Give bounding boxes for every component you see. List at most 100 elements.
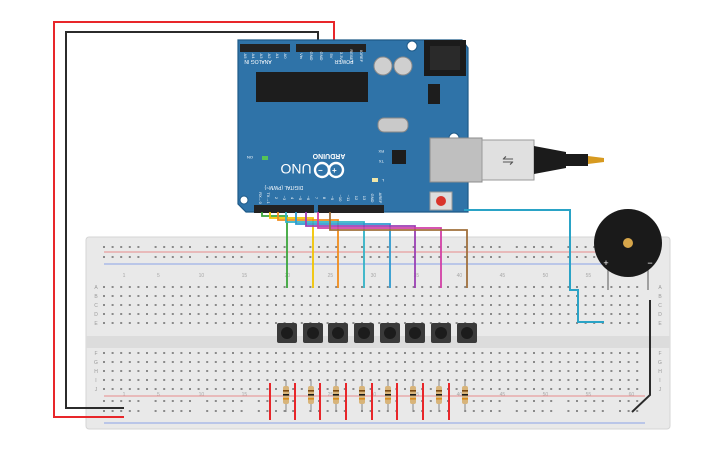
hole[interactable] <box>610 304 613 306</box>
hole[interactable] <box>137 256 140 258</box>
hole[interactable] <box>120 313 123 315</box>
hole[interactable] <box>111 352 114 354</box>
hole[interactable] <box>601 388 604 390</box>
hole[interactable] <box>438 286 441 288</box>
hole[interactable] <box>318 352 320 354</box>
hole[interactable] <box>146 370 148 372</box>
hole[interactable] <box>275 286 277 288</box>
hole[interactable] <box>481 322 484 324</box>
hole[interactable] <box>163 322 166 324</box>
hole[interactable] <box>369 295 372 297</box>
hole[interactable] <box>576 410 578 412</box>
hole[interactable] <box>498 400 501 402</box>
hole[interactable] <box>214 379 217 381</box>
hole[interactable] <box>541 400 544 402</box>
hole[interactable] <box>171 352 174 354</box>
hole[interactable] <box>197 352 200 354</box>
hole[interactable] <box>128 352 131 354</box>
hole[interactable] <box>567 370 570 372</box>
hole[interactable] <box>197 304 200 306</box>
hole[interactable] <box>533 379 535 381</box>
hole[interactable] <box>103 388 105 390</box>
hole[interactable] <box>421 379 424 381</box>
pushbutton-cap[interactable] <box>332 327 344 339</box>
hole[interactable] <box>154 410 157 412</box>
hole[interactable] <box>455 286 458 288</box>
pushbutton-cap[interactable] <box>409 327 421 339</box>
hole[interactable] <box>636 313 639 315</box>
hole[interactable] <box>232 286 234 288</box>
hole[interactable] <box>481 361 484 363</box>
wire-buzzer-signal[interactable] <box>464 209 604 323</box>
hole[interactable] <box>206 322 209 324</box>
hole[interactable] <box>395 352 398 354</box>
hole[interactable] <box>361 256 363 258</box>
hole[interactable] <box>567 410 570 412</box>
hole[interactable] <box>111 400 114 402</box>
wire-black-gnd[interactable] <box>65 31 319 409</box>
hole[interactable] <box>257 352 260 354</box>
hole[interactable] <box>558 352 561 354</box>
hole[interactable] <box>232 246 234 248</box>
hole[interactable] <box>627 322 630 324</box>
hole[interactable] <box>103 400 105 402</box>
hole[interactable] <box>292 400 295 402</box>
hole[interactable] <box>472 361 475 363</box>
hole[interactable] <box>343 379 346 381</box>
hole[interactable] <box>214 256 217 258</box>
hole[interactable] <box>404 295 406 297</box>
hole[interactable] <box>103 379 105 381</box>
hole[interactable] <box>128 295 131 297</box>
hole[interactable] <box>498 352 501 354</box>
hole[interactable] <box>533 295 535 297</box>
hole[interactable] <box>464 256 467 258</box>
hole[interactable] <box>361 352 363 354</box>
hole[interactable] <box>576 256 578 258</box>
hole[interactable] <box>361 370 363 372</box>
hole[interactable] <box>128 304 131 306</box>
hole[interactable] <box>257 322 260 324</box>
hole[interactable] <box>447 352 449 354</box>
hole[interactable] <box>395 295 398 297</box>
hole[interactable] <box>206 352 209 354</box>
hole[interactable] <box>300 304 303 306</box>
signal-wire[interactable] <box>329 212 468 288</box>
hole[interactable] <box>240 410 243 412</box>
hole[interactable] <box>610 352 613 354</box>
hole[interactable] <box>429 379 432 381</box>
hole[interactable] <box>206 370 209 372</box>
hole[interactable] <box>412 256 415 258</box>
hole[interactable] <box>567 322 570 324</box>
hole[interactable] <box>507 313 510 315</box>
hole[interactable] <box>309 304 312 306</box>
hole[interactable] <box>232 379 234 381</box>
hole[interactable] <box>541 286 544 288</box>
hole[interactable] <box>154 256 157 258</box>
hole[interactable] <box>111 410 114 412</box>
hole[interactable] <box>576 400 578 402</box>
hole[interactable] <box>404 286 406 288</box>
hole[interactable] <box>111 370 114 372</box>
hole[interactable] <box>206 246 209 248</box>
hole[interactable] <box>103 286 105 288</box>
hole[interactable] <box>490 388 492 390</box>
hole[interactable] <box>610 313 613 315</box>
hole[interactable] <box>318 379 320 381</box>
hole[interactable] <box>378 322 381 324</box>
hole[interactable] <box>154 322 157 324</box>
hole[interactable] <box>103 304 105 306</box>
hole[interactable] <box>154 304 157 306</box>
hole[interactable] <box>240 370 243 372</box>
hole[interactable] <box>240 256 243 258</box>
hole[interactable] <box>189 304 191 306</box>
hole[interactable] <box>558 322 561 324</box>
hole[interactable] <box>421 286 424 288</box>
hole[interactable] <box>490 286 492 288</box>
hole[interactable] <box>412 246 415 248</box>
hole[interactable] <box>619 304 621 306</box>
hole[interactable] <box>524 286 527 288</box>
hole[interactable] <box>533 400 535 402</box>
hole[interactable] <box>541 256 544 258</box>
pushbutton-cap[interactable] <box>358 327 370 339</box>
hole[interactable] <box>601 361 604 363</box>
